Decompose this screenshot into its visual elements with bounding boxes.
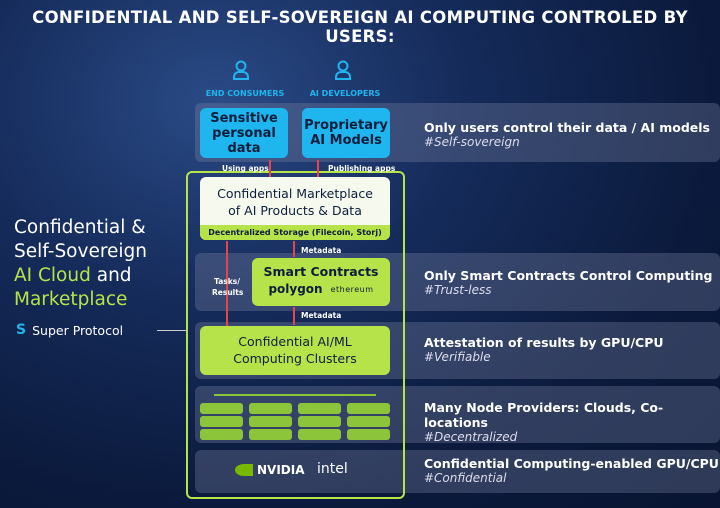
nvidia-logo: NVIDIA — [235, 463, 305, 477]
server-racks — [200, 403, 390, 442]
ai-developers-label: AI DEVELOPERS — [309, 89, 381, 98]
marketplace-box: Confidential Marketplace of AI Products … — [200, 177, 390, 240]
arrow-publishing-apps — [317, 160, 319, 177]
row-band-confidential — [195, 450, 720, 493]
row-text-5: Confidential Computing-enabled GPU/CPU#C… — [424, 456, 719, 485]
metadata-label-1: Metadata — [301, 246, 342, 255]
polygon-logo: polygon — [268, 282, 323, 296]
ethereum-logo: ethereum — [330, 284, 374, 294]
row-text-2: Only Smart Contracts Control Computing#T… — [424, 268, 713, 297]
storage-bar: Decentralized Storage (Filecoin, Storj) — [200, 225, 390, 240]
row-text-1: Only users control their data / AI model… — [424, 120, 710, 149]
proprietary-models-box: Proprietary AI Models — [302, 108, 390, 158]
row-text-4: Many Node Providers: Clouds, Co-location… — [424, 400, 664, 444]
arrow-metadata-1 — [293, 241, 295, 257]
connector-line — [157, 330, 187, 331]
left-heading: Confidential & Self-Sovereign AI Cloud a… — [14, 217, 148, 310]
cloud-frame — [186, 171, 405, 499]
person-icon — [335, 60, 351, 80]
using-apps-label: Using apps — [222, 164, 269, 173]
page-title: CONFIDENTIAL AND SELF-SOVEREIGN AI COMPU… — [32, 8, 688, 46]
metadata-label-2: Metadata — [301, 311, 342, 320]
intel-logo: intel — [317, 461, 348, 477]
arrow-using-apps — [269, 160, 271, 177]
smart-contracts-title: Smart Contracts — [263, 264, 379, 279]
server-icon — [249, 403, 292, 442]
super-protocol-logo: S Super Protocol — [16, 322, 124, 338]
arrow-tasks-results — [226, 241, 228, 326]
end-consumers-label: END CONSUMERS — [205, 89, 285, 98]
sensitive-data-box: Sensitive personal data — [200, 108, 288, 158]
server-icon — [298, 403, 341, 442]
publishing-apps-label: Publishing apps — [328, 164, 396, 173]
server-icon — [347, 403, 390, 442]
server-bus-line — [214, 394, 376, 396]
arrow-metadata-2 — [293, 307, 295, 325]
row-text-3: Attestation of results by GPU/CPU#Verifi… — [424, 335, 664, 364]
server-icon — [200, 403, 243, 442]
marketplace-title: Confidential Marketplace of AI Products … — [217, 186, 373, 218]
smart-contracts-box: Smart Contracts polygon ethereum — [252, 258, 390, 306]
super-protocol-icon: S — [16, 322, 27, 338]
tasks-results-label: Tasks/ Results — [212, 277, 244, 297]
nvidia-eye-icon — [235, 464, 253, 476]
person-icon — [233, 60, 249, 80]
computing-clusters-box: Confidential AI/ML Computing Clusters — [200, 326, 390, 375]
